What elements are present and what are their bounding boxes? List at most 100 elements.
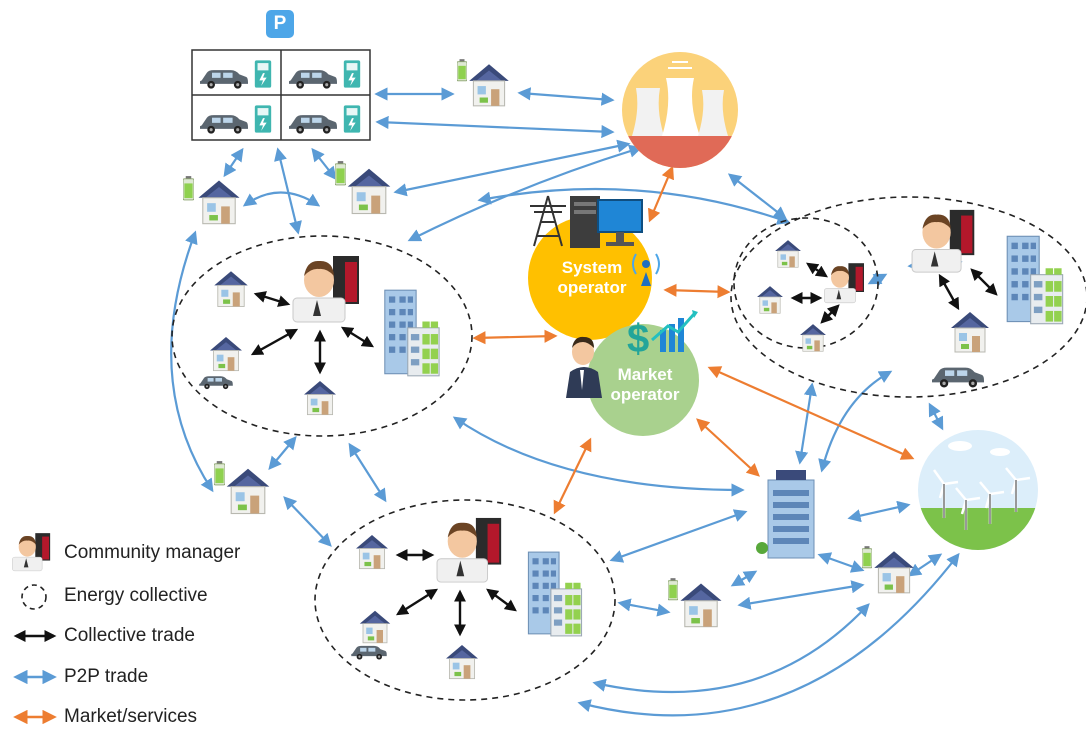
parking-lot-icon [191, 49, 371, 141]
p2p-link [617, 598, 671, 617]
house-icon [950, 311, 990, 353]
antenna-icon [632, 253, 660, 286]
energy-collective-bottom [314, 499, 616, 701]
market-link [648, 165, 674, 223]
p2p-link [242, 191, 321, 207]
collective-links [250, 262, 998, 637]
legend-label-community-manager: Community manager [64, 542, 241, 563]
battery-icon [214, 460, 225, 486]
p2p-link [817, 552, 865, 573]
p2p-link [867, 272, 888, 286]
battery-icon [457, 58, 467, 82]
p2p-link [170, 230, 214, 493]
house-icon [226, 468, 270, 515]
collective-link [253, 291, 291, 307]
ev-car-icon [199, 376, 233, 390]
parking-sign: P [266, 10, 294, 38]
house-icon [756, 285, 784, 314]
wind-farm-icon [918, 430, 1038, 550]
house-icon [303, 380, 337, 416]
system-operator-circle [528, 216, 652, 340]
market-links [472, 165, 915, 515]
house-icon [355, 534, 389, 570]
p2p-link [393, 139, 631, 197]
ev-car-icon [351, 645, 387, 660]
p2p-link [928, 402, 944, 431]
ev-car-icon [932, 367, 984, 388]
legend-label-market-services: Market/services [64, 706, 198, 727]
energy-collective-nested [733, 217, 879, 349]
businessman-icon [566, 336, 602, 398]
house-icon [873, 550, 915, 594]
office-building-icon [384, 289, 440, 377]
p2p-link [592, 603, 870, 694]
collective-link [486, 588, 517, 612]
charger-icon [343, 105, 361, 133]
p2p-link [274, 147, 302, 235]
charger-icon [254, 60, 272, 88]
collective-link [250, 328, 299, 356]
community-manager-icon [292, 255, 360, 323]
transmission-tower-icon [530, 195, 566, 247]
collective-link [340, 326, 375, 348]
p2p-link [407, 144, 643, 242]
p2p-link [348, 442, 387, 503]
market-link [696, 418, 760, 477]
battery-icon [862, 545, 872, 569]
house-icon [347, 168, 391, 215]
market-link [553, 437, 592, 515]
battery-icon [335, 160, 346, 186]
battery-icon [668, 577, 678, 601]
collective-link [820, 304, 840, 324]
legend-symbols [12, 532, 57, 725]
svg-text:$: $ [627, 317, 649, 361]
p2p-link [477, 187, 791, 225]
house-icon [799, 323, 827, 352]
system-operator-label: System operator [557, 258, 627, 297]
p2p-link [311, 147, 337, 181]
p2p-link [283, 496, 332, 547]
house-icon [445, 644, 479, 680]
p2p-link [375, 115, 615, 139]
house-icon [213, 270, 249, 307]
server-icon [570, 196, 600, 248]
community-manager-icon [824, 262, 865, 304]
p2p-link [517, 87, 615, 106]
house-icon [468, 63, 510, 107]
market-link [663, 283, 731, 299]
market-operator-label: Market operator [610, 365, 680, 404]
p2p-link [795, 382, 817, 465]
dollar-chart-icon: $ [627, 310, 698, 361]
charger-icon [343, 60, 361, 88]
collective-link [806, 262, 828, 278]
legend-community-manager-icon [12, 532, 51, 572]
market-link [472, 329, 558, 345]
charger-icon [254, 105, 272, 133]
p2p-link [737, 580, 865, 610]
market-link [707, 366, 915, 460]
battery-icon [183, 175, 194, 201]
p2p-link [730, 570, 758, 587]
energy-collectives [171, 196, 1086, 701]
community-manager-icon [911, 209, 975, 273]
house-icon [774, 239, 802, 268]
legend-energy-collective-icon [21, 584, 47, 610]
house-icon [679, 582, 723, 628]
collective-link [938, 273, 960, 311]
p2p-link [452, 416, 745, 497]
office-building-icon [1006, 235, 1064, 325]
collective-link [395, 588, 439, 616]
p2p-link [268, 435, 297, 471]
p2p-link [223, 147, 244, 178]
collective-link [970, 268, 998, 296]
legend-label-p2p-trade: P2P trade [64, 666, 149, 687]
legend-label-energy-collective: Energy collective [64, 585, 208, 606]
energy-collective-left [171, 235, 473, 437]
p2p-link [907, 553, 943, 577]
power-plant-icon [622, 52, 738, 168]
house-icon [359, 610, 391, 644]
p2p-link [847, 500, 911, 523]
p2p-link [577, 552, 960, 717]
office-building-icon [527, 551, 583, 637]
